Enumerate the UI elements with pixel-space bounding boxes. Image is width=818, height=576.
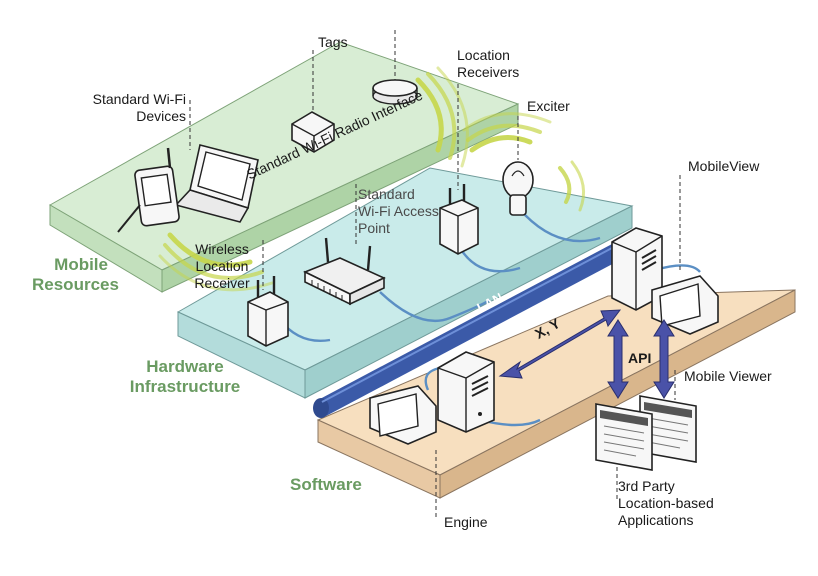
layer-title-hardware: Hardware Infrastructure (129, 357, 241, 396)
engine-monitor-icon (369, 385, 437, 445)
tag-icon (291, 111, 335, 153)
label-tags: Tags (318, 34, 348, 50)
label-mobile-viewer: Mobile Viewer (684, 368, 772, 384)
app-document-icon (639, 395, 697, 463)
laptop-icon (174, 144, 259, 223)
signal-waves (158, 66, 586, 292)
xy-double-arrow (498, 309, 622, 379)
access-point-icon (303, 237, 386, 306)
leader-lines (189, 30, 681, 520)
label-engine: Engine (444, 514, 488, 530)
hardware-layer (176, 167, 634, 399)
layer-title-mobile: Mobile Resources (32, 255, 119, 294)
label-access-point: Standard Wi-Fi Access Point (358, 186, 439, 236)
exciter-icon (502, 161, 534, 216)
app-document-icon (595, 403, 653, 471)
wireless-receiver-plug-icon (247, 276, 289, 347)
label-wireless-location-receiver: Wireless Location Receiver (194, 241, 250, 291)
lan-pipe (313, 244, 620, 418)
api-double-arrow-left (607, 319, 629, 399)
location-receiver-plug-icon (439, 184, 479, 255)
label-third-party-apps: 3rd Party Location-based Applications (618, 478, 714, 528)
label-api: API (628, 350, 652, 366)
api-double-arrow-right (653, 319, 675, 399)
label-standard-wifi-devices: Standard Wi-Fi Devices (92, 91, 186, 124)
engine-server-icon (437, 351, 495, 433)
mobileview-monitor-icon (651, 275, 719, 335)
round-tag-icon (372, 79, 418, 105)
label-location-receivers: Location Receivers (457, 47, 520, 80)
label-mobileview: MobileView (688, 158, 760, 174)
layer-title-software: Software (290, 475, 362, 494)
label-exciter: Exciter (527, 98, 570, 114)
pda-icon (117, 147, 180, 233)
